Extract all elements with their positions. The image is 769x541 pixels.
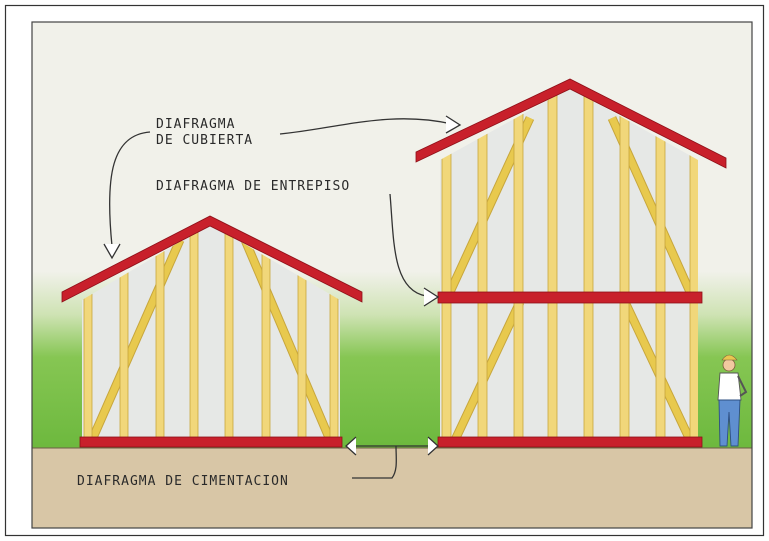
arrow-head-roof-right: [445, 115, 462, 134]
arrow-head-roof-left: [103, 243, 121, 260]
annotation-roof: DIAFRAGMA DE CUBIERTA: [103, 115, 462, 260]
small-foundation-beam: [79, 436, 343, 448]
big-house: [415, 78, 727, 448]
arrow-head-foundation-left: [345, 436, 357, 456]
label-roof-line2: DE CUBIERTA: [156, 133, 253, 148]
person-figure: [717, 354, 748, 447]
scene-border: [31, 21, 753, 529]
label-floor: DIAFRAGMA DE ENTREPISO: [156, 179, 350, 194]
ground: [32, 448, 752, 528]
label-roof-line1: DIAFRAGMA: [156, 117, 235, 132]
big-roof-diaphragm: [415, 78, 727, 169]
arrow-head-floor: [423, 287, 440, 307]
label-foundation: DIAFRAGMA DE CIMENTACION: [77, 474, 289, 489]
small-house-wall: [82, 224, 340, 440]
small-roof-diaphragm: [61, 215, 363, 303]
arrow-head-foundation-right: [427, 436, 439, 456]
annotation-floor: DIAFRAGMA DE ENTREPISO: [156, 179, 440, 307]
big-floor-diaphragm: [437, 291, 703, 304]
outer-border: [4, 4, 765, 537]
big-foundation-beam: [437, 436, 703, 448]
small-house: [61, 215, 363, 448]
annotation-foundation: DIAFRAGMA DE CIMENTACION: [77, 436, 439, 489]
